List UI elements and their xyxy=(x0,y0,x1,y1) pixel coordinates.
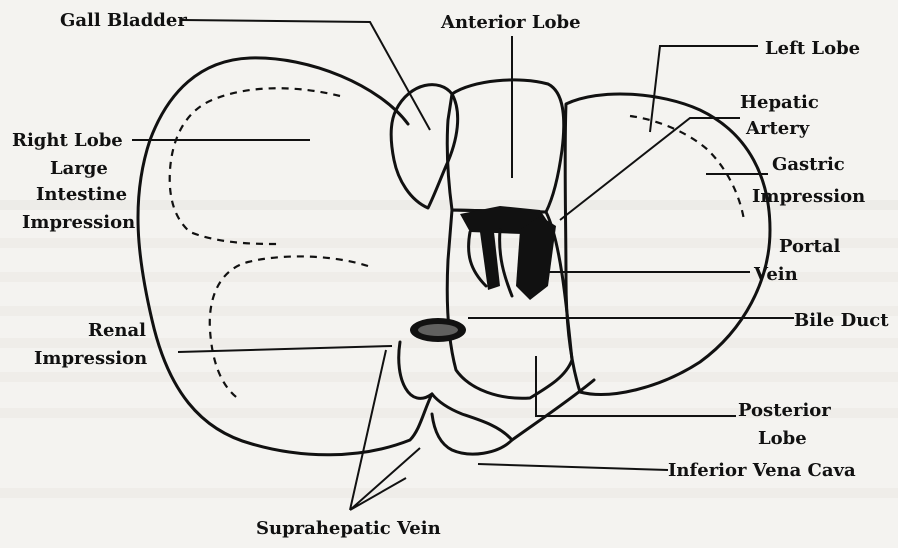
label-gastric-2: Impression xyxy=(752,186,865,207)
label-hepatic-1: Hepatic xyxy=(740,92,819,113)
label-left-lobe: Left Lobe xyxy=(765,38,860,59)
gall-bladder-leader xyxy=(182,20,430,130)
label-portal-1: Portal xyxy=(779,236,841,257)
anterior-lobe-shape xyxy=(447,80,564,212)
label-large-1: Large xyxy=(50,158,108,179)
vein-opening-highlight xyxy=(418,324,458,336)
label-portal-2: Vein xyxy=(753,264,798,285)
label-hepatic-2: Artery xyxy=(745,118,810,139)
inferior-vena-cava-shape xyxy=(432,394,512,454)
label-large-2: Intestine xyxy=(36,184,127,205)
label-renal-2: Impression xyxy=(34,348,147,369)
inferior-vena-cava-leader xyxy=(478,464,668,470)
label-gastric-1: Gastric xyxy=(772,154,845,175)
label-right-lobe: Right Lobe xyxy=(12,130,123,151)
left-lobe-leader xyxy=(650,46,758,132)
label-inferior-vena-cava: Inferior Vena Cava xyxy=(668,460,856,481)
label-large-3: Impression xyxy=(22,212,135,233)
label-renal-1: Renal xyxy=(88,320,146,341)
label-posterior-1: Posterior xyxy=(738,400,831,421)
liver-outline xyxy=(138,58,770,455)
posterior-lobe-leader xyxy=(536,356,736,416)
label-suprahepatic-vein: Suprahepatic Vein xyxy=(256,518,441,539)
large-intestine-impression xyxy=(170,88,340,244)
label-gall-bladder: Gall Bladder xyxy=(60,10,187,31)
suprahepatic-vessel xyxy=(399,342,432,398)
label-anterior-lobe: Anterior Lobe xyxy=(440,12,581,33)
portal-vein-vessel xyxy=(516,216,556,300)
label-bile-duct: Bile Duct xyxy=(794,310,889,331)
label-posterior-2: Lobe xyxy=(758,428,807,449)
